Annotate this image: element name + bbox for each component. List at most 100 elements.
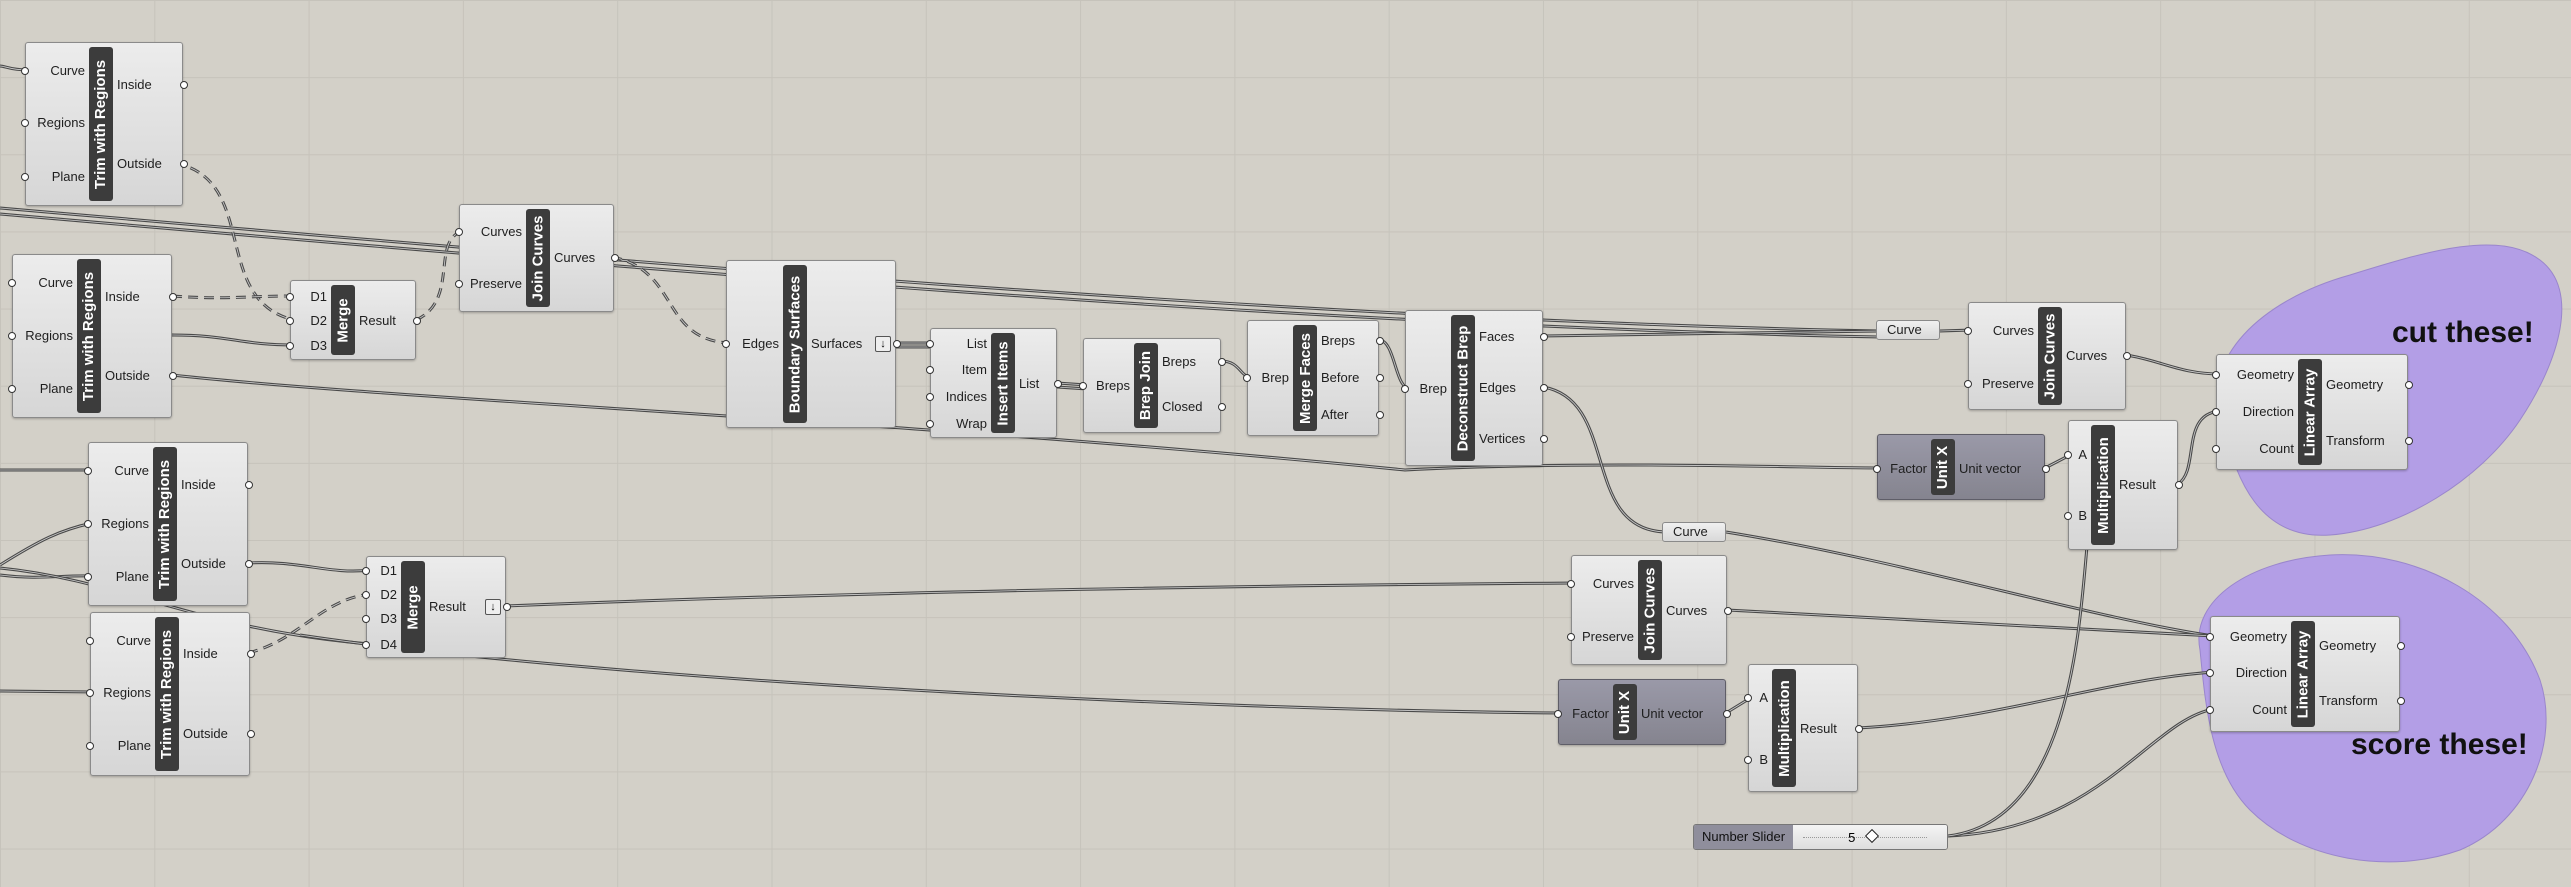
output-grip-icon[interactable] [2042,465,2050,473]
input-grip-icon[interactable] [86,689,94,697]
param-curve2[interactable]: Curve [1662,522,1726,542]
input-curves[interactable]: Curves [1992,323,2034,338]
input-grip-icon[interactable] [286,342,294,350]
input-curve[interactable]: Curve [50,63,85,78]
input-curves[interactable]: Curves [480,224,522,239]
input-plane[interactable]: Plane [39,381,73,396]
input-grip-icon[interactable] [8,385,16,393]
input-grip-icon[interactable] [8,332,16,340]
input-curve[interactable]: Curve [114,463,149,478]
input-regions[interactable]: Regions [25,328,73,343]
param-curve1[interactable]: Curve [1876,320,1940,340]
output-outside[interactable]: Outside [181,556,226,571]
output-grip-icon[interactable] [180,160,188,168]
input-grip-icon[interactable] [84,573,92,581]
input-count[interactable]: Count [2259,441,2294,456]
output-unit-vector[interactable]: Unit vector [1641,706,1704,721]
output-surfaces[interactable]: Surfaces [811,336,863,351]
input-brep[interactable]: Brep [1261,370,1289,385]
input-grip-icon[interactable] [455,228,463,236]
output-result[interactable]: Result [1800,721,1837,736]
input-item[interactable]: Item [961,362,987,377]
input-list[interactable]: List [966,336,987,351]
output-grip-icon[interactable] [1054,380,1062,388]
input-grip-icon[interactable] [2206,633,2214,641]
output-closed[interactable]: Closed [1162,399,1203,414]
input-regions[interactable]: Regions [103,685,151,700]
input-d2[interactable]: D2 [310,313,327,328]
input-plane[interactable]: Plane [115,569,149,584]
input-grip-icon[interactable] [2206,669,2214,677]
input-preserve[interactable]: Preserve [1981,376,2034,391]
input-grip-icon[interactable] [2206,706,2214,714]
input-grip-icon[interactable] [286,293,294,301]
input-direction[interactable]: Direction [2235,665,2287,680]
output-grip-icon[interactable] [2123,352,2131,360]
output-faces[interactable]: Faces [1479,329,1515,344]
output-grip-icon[interactable] [1376,374,1384,382]
input-grip-icon[interactable] [926,420,934,428]
input-grip-icon[interactable] [1567,633,1575,641]
input-grip-icon[interactable] [1079,382,1087,390]
input-preserve[interactable]: Preserve [1581,629,1634,644]
input-d4[interactable]: D4 [380,637,397,652]
output-grip-icon[interactable] [1540,435,1548,443]
output-grip-icon[interactable] [503,603,511,611]
output-inside[interactable]: Inside [105,289,140,304]
output-grip-icon[interactable] [2397,697,2405,705]
input-grip-icon[interactable] [362,641,370,649]
flatten-icon[interactable]: ↓ [485,599,501,615]
input-grip-icon[interactable] [1567,580,1575,588]
output-curves[interactable]: Curves [554,250,596,265]
input-curve[interactable]: Curve [38,275,73,290]
output-before[interactable]: Before [1321,370,1360,385]
output-curves[interactable]: Curves [2066,348,2108,363]
output-grip-icon[interactable] [169,293,177,301]
output-grip-icon[interactable] [2175,481,2183,489]
input-plane[interactable]: Plane [117,738,151,753]
input-grip-icon[interactable] [2064,512,2072,520]
input-grip-icon[interactable] [1243,374,1251,382]
input-grip-icon[interactable] [1964,380,1972,388]
input-grip-icon[interactable] [362,591,370,599]
input-grip-icon[interactable] [84,520,92,528]
output-grip-icon[interactable] [1723,710,1731,718]
input-d2[interactable]: D2 [380,587,397,602]
output-result[interactable]: Result [2119,477,2156,492]
input-grip-icon[interactable] [1744,756,1752,764]
input-grip-icon[interactable] [8,279,16,287]
input-grip-icon[interactable] [722,340,730,348]
number-slider[interactable]: Number Slider 5 [1693,824,1948,850]
output-grip-icon[interactable] [1218,358,1226,366]
output-grip-icon[interactable] [893,340,901,348]
output-grip-icon[interactable] [2397,642,2405,650]
input-brep[interactable]: Brep [1419,381,1447,396]
input-grip-icon[interactable] [84,467,92,475]
input-d1[interactable]: D1 [380,563,397,578]
input-grip-icon[interactable] [21,119,29,127]
output-inside[interactable]: Inside [183,646,218,661]
input-grip-icon[interactable] [21,173,29,181]
input-grip-icon[interactable] [455,280,463,288]
input-grip-icon[interactable] [86,637,94,645]
input-factor[interactable]: Factor [1572,706,1609,721]
output-result[interactable]: Result [429,599,466,614]
input-factor[interactable]: Factor [1890,461,1927,476]
input-wrap[interactable]: Wrap [956,416,987,431]
output-result[interactable]: Result [359,313,396,328]
input-breps[interactable]: Breps [1096,378,1130,393]
input-regions[interactable]: Regions [101,516,149,531]
output-after[interactable]: After [1321,407,1349,422]
output-breps[interactable]: Breps [1321,333,1355,348]
output-grip-icon[interactable] [611,254,619,262]
input-grip-icon[interactable] [1554,710,1562,718]
